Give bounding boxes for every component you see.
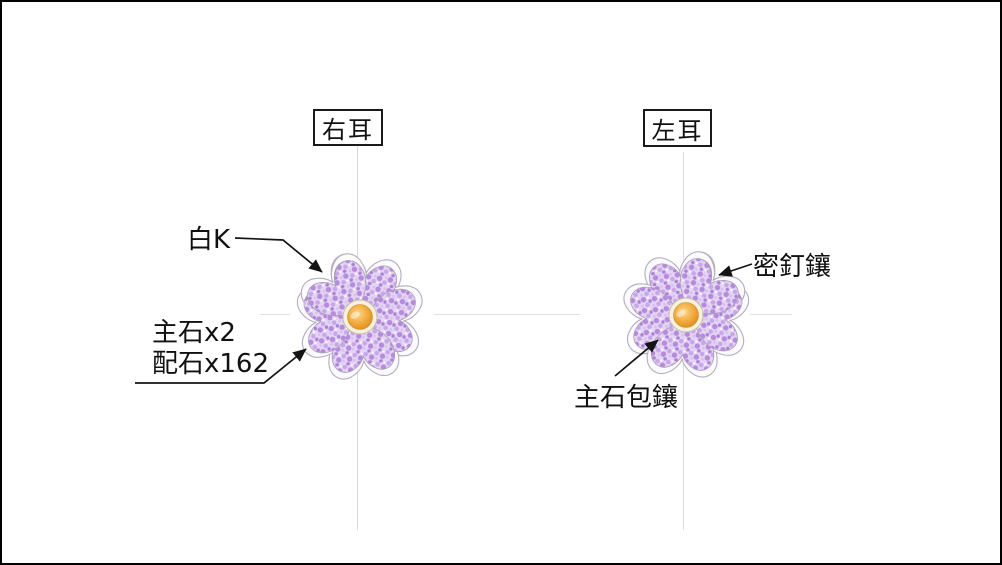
annotation-white-k: 白K [187, 225, 231, 255]
annotation-main-stone-count: 主石x2 [152, 318, 236, 348]
right-ear-label: 右耳 [322, 116, 374, 144]
annotation-stone-counts: 主石x2 配石x162 [152, 318, 269, 380]
annotation-accent-stone-count: 配石x162 [152, 349, 270, 379]
flower-petals-right [296, 253, 423, 380]
right-ear-earring-illustration [296, 253, 423, 380]
left-ear-label-box: 左耳 [643, 109, 712, 147]
center-stone-left [668, 297, 704, 333]
right-ear-label-box: 右耳 [313, 109, 383, 146]
left-ear-label: 左耳 [651, 116, 704, 145]
center-stone-right [342, 299, 378, 335]
flower-petals-left [623, 251, 750, 378]
left-ear-earring-illustration [623, 251, 750, 378]
annotation-pave-setting: 密釘鑲 [753, 252, 832, 282]
annotation-bezel-setting: 主石包鑲 [574, 383, 679, 413]
